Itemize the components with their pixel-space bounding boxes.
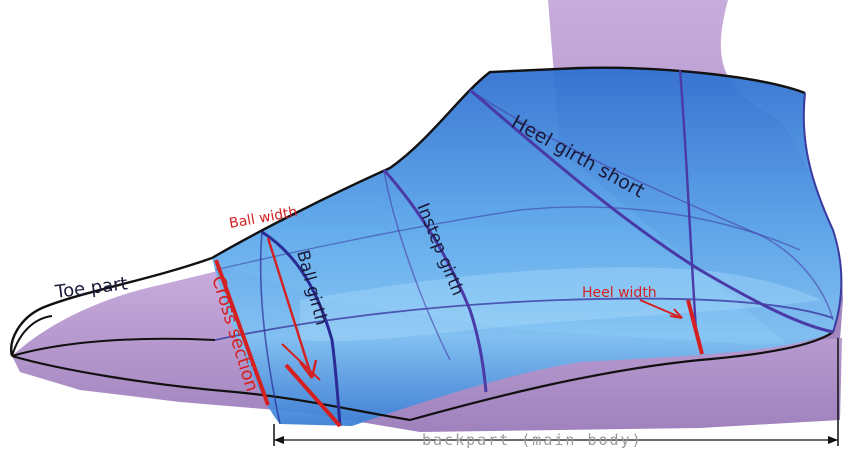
backpart-arrow-right [828, 436, 838, 444]
label-backpart: backpart (main body) [422, 431, 643, 449]
label-heel-width: Heel width [582, 285, 657, 301]
backpart-arrow-left [274, 436, 284, 444]
